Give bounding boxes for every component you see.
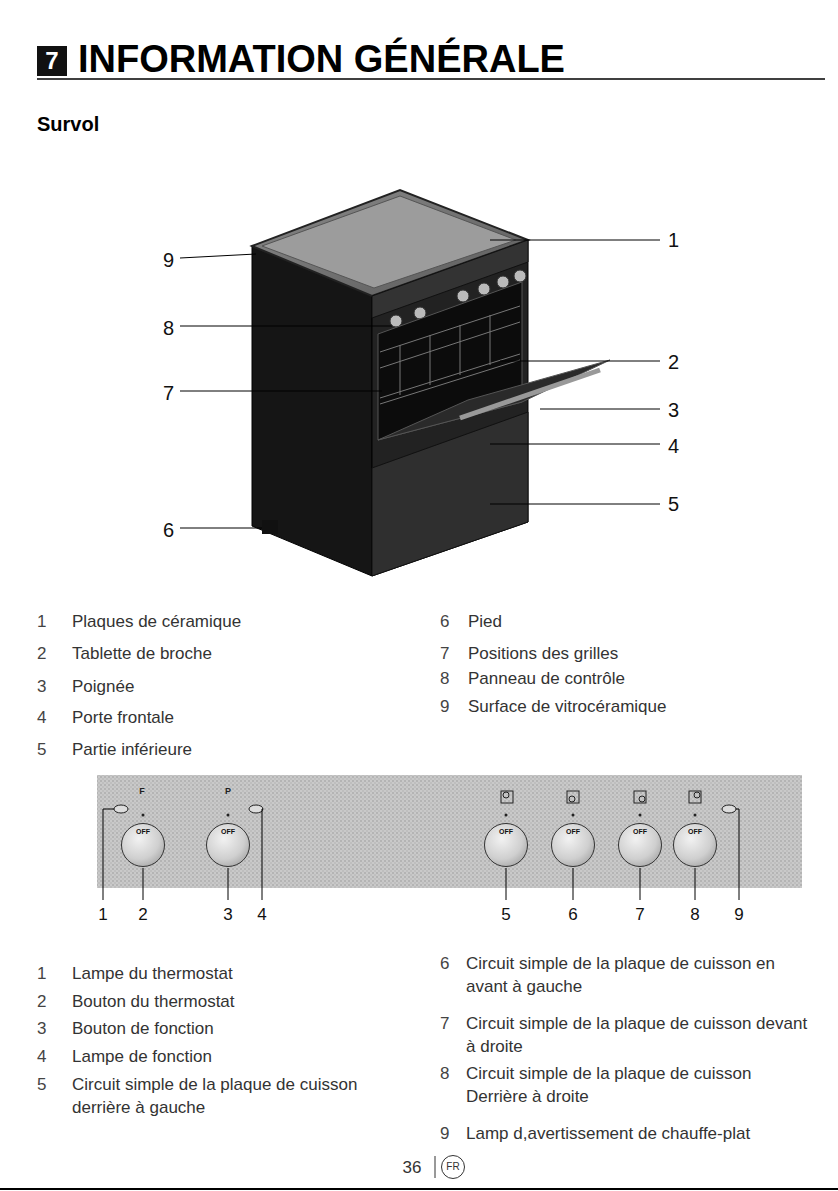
knob-marking: OFF	[566, 828, 580, 836]
callout-number: 6	[440, 952, 449, 975]
control-knob: OFF	[673, 823, 717, 867]
control-panel	[97, 775, 802, 888]
callout-number: 5	[501, 903, 510, 926]
knob-marking: OFF	[136, 828, 150, 836]
part-text: Tablette de broche	[72, 642, 212, 665]
part-text: Partie inférieure	[72, 738, 192, 761]
part-text: Circuit simple de la plaque de cuisson e…	[466, 952, 811, 998]
callout-number: 8	[440, 667, 449, 690]
callout-number: 7	[440, 1012, 449, 1035]
control-knob: OFF	[618, 823, 662, 867]
callout-number: 3	[37, 1017, 46, 1040]
part-text: Lamp d,avertissement de chauffe-plat	[466, 1122, 811, 1145]
page-number: 36	[403, 1156, 422, 1179]
leader-lines	[180, 240, 660, 528]
section-heading: Survol	[37, 111, 99, 138]
callout-number: 2	[37, 642, 46, 665]
language-badge: FR	[441, 1155, 465, 1179]
language-code: FR	[446, 1161, 459, 1173]
control-knob: OFF	[206, 823, 250, 867]
chapter-number-box: 7	[37, 46, 67, 76]
knob-marking: OFF	[688, 828, 702, 836]
callout-number: 5	[37, 738, 46, 761]
knob-marking: OFF	[633, 828, 647, 836]
callout-number: 1	[98, 903, 107, 926]
knob-marking: OFF	[221, 828, 235, 836]
part-text: Positions des grilles	[468, 642, 618, 665]
callout-number: 5	[37, 1073, 46, 1096]
part-text: Panneau de contrôle	[468, 667, 625, 690]
callout-number: 8	[163, 315, 174, 342]
control-knob: OFF	[551, 823, 595, 867]
part-text: Circuit simple de la plaque de cuisson d…	[72, 1073, 372, 1119]
part-text: Porte frontale	[72, 706, 174, 729]
part-text: Circuit simple de la plaque de cuisson d…	[466, 1012, 811, 1058]
footer-divider	[435, 1156, 436, 1178]
callout-number: 6	[163, 517, 174, 544]
cooker-drawing	[252, 190, 610, 576]
callout-number: 7	[440, 642, 449, 665]
panel-lamps	[114, 805, 736, 813]
callout-number: 4	[37, 706, 46, 729]
part-text: Pied	[468, 610, 502, 633]
knob-dots	[142, 814, 697, 817]
part-text: Lampe du thermostat	[72, 962, 233, 985]
callout-number: 6	[568, 903, 577, 926]
callout-number: 2	[138, 903, 147, 926]
part-text: Bouton du thermostat	[72, 990, 235, 1013]
page-edge	[0, 1188, 838, 1190]
callout-number: 9	[440, 695, 449, 718]
part-text: Lampe de fonction	[72, 1045, 212, 1068]
callout-number: 2	[37, 990, 46, 1013]
callout-number: 8	[440, 1062, 449, 1085]
callout-number: 7	[635, 903, 644, 926]
control-knob: OFF	[121, 823, 165, 867]
callout-number: 1	[37, 610, 46, 633]
callout-number: 3	[37, 675, 46, 698]
callout-number: 2	[668, 349, 679, 376]
callout-number: 4	[668, 433, 679, 460]
callout-number: 1	[37, 962, 46, 985]
part-text: Bouton de fonction	[72, 1017, 214, 1040]
callout-number: 7	[163, 380, 174, 407]
hob-symbols	[501, 791, 701, 803]
chapter-number: 7	[45, 48, 58, 74]
callout-number: 1	[668, 227, 679, 254]
part-text: Plaques de céramique	[72, 610, 241, 633]
callout-number: 9	[163, 247, 174, 274]
callout-number: 8	[690, 903, 699, 926]
callout-number: 3	[668, 397, 679, 424]
callout-number: 4	[37, 1045, 46, 1068]
callout-number: 6	[440, 610, 449, 633]
panel-symbol: P	[225, 786, 231, 797]
callout-number: 5	[668, 491, 679, 518]
knob-marking: OFF	[499, 828, 513, 836]
callout-number: 9	[734, 903, 743, 926]
part-text: Surface de vitrocéramique	[468, 695, 666, 718]
callout-number: 4	[257, 903, 266, 926]
callout-number: 9	[440, 1122, 449, 1145]
callout-number: 3	[223, 903, 232, 926]
part-text: Circuit simple de la plaque de cuisson D…	[466, 1062, 811, 1108]
part-text: Poignée	[72, 675, 134, 698]
panel-leader-lines	[103, 809, 739, 900]
control-knob: OFF	[484, 823, 528, 867]
page-title: INFORMATION GÉNÉRALE	[78, 38, 565, 80]
panel-symbol: F	[139, 786, 145, 797]
